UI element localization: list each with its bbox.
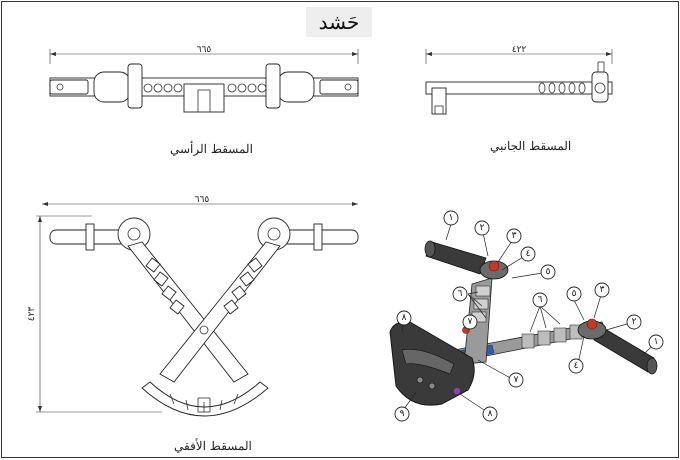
callout-4a: ٤ [520, 246, 536, 262]
svg-text:٧: ٧ [514, 375, 519, 385]
top-view-right-handle [319, 79, 359, 95]
side-view: ٤٢٢ [425, 45, 613, 115]
top-view-right-hole [344, 83, 352, 91]
svg-text:٣: ٣ [512, 231, 517, 241]
plan-view-left-pivot-inner [127, 227, 141, 241]
top-view-center-block [183, 83, 225, 113]
side-view-knob [597, 61, 605, 73]
plan-view-center-pin [199, 325, 209, 335]
callout-2a: ٢ [474, 220, 490, 236]
plan-view-label: المسقط الأفقي [174, 439, 252, 453]
callout-7a: ٧ [462, 314, 478, 330]
svg-text:٣: ٣ [600, 285, 605, 295]
plan-view-base-block [197, 397, 211, 413]
plan-view-arm-segments [145, 257, 263, 315]
svg-text:٦: ٦ [458, 289, 463, 299]
iso-upper-arm-segments [471, 285, 491, 323]
top-view-segments-right [227, 83, 267, 93]
callout-8b: ٨ [482, 406, 498, 422]
top-view-center-slot [197, 89, 211, 113]
plan-view-height-dim-text: ٤٢٣ [27, 307, 37, 322]
top-view-dim-text: ٦٦٥ [197, 45, 212, 55]
iso-right-nut [586, 318, 598, 330]
top-view: ٦٦٥ [49, 45, 359, 113]
svg-text:١: ١ [654, 337, 659, 347]
top-view-left-hole [56, 83, 64, 91]
drawing-title: حَشد [318, 10, 360, 34]
iso-rail-segments [521, 324, 583, 349]
callout-3a: ٣ [506, 228, 522, 244]
side-view-bar [425, 81, 613, 95]
side-view-left-foot [434, 105, 444, 115]
callout-2b: ٢ [626, 314, 642, 330]
iso-base-pin [453, 387, 461, 395]
iso-base-bolt-b [428, 382, 436, 390]
plan-view-left-grip-stop [85, 223, 95, 251]
callout-9: ٩ [394, 406, 410, 422]
svg-text:٨: ٨ [402, 313, 407, 323]
callout-5a: ٥ [540, 264, 556, 280]
svg-text:٢: ٢ [632, 317, 637, 327]
top-view-right-clamp [277, 71, 315, 103]
plan-view-curved-base [141, 381, 269, 417]
svg-text:١: ١ [449, 213, 454, 223]
callout-8a: ٨ [396, 310, 412, 326]
plan-view-right-pivot-inner [267, 227, 281, 241]
callout-6a: ٦ [452, 286, 468, 302]
callout-5b: ٥ [566, 286, 582, 302]
svg-text:٥: ٥ [546, 267, 551, 277]
side-view-clamp [591, 71, 609, 103]
top-view-segments-left [143, 83, 183, 93]
svg-text:٧: ٧ [468, 317, 473, 327]
top-view-left-clamp [93, 71, 131, 103]
plan-view-right-grip-stop [313, 223, 323, 251]
svg-text:٨: ٨ [488, 409, 493, 419]
svg-text:٢: ٢ [480, 223, 485, 233]
iso-right-handle-end [646, 357, 658, 375]
isometric-view: ١ ٢ ٣ ٤ ٥ ٦ ٧ ٨ ٧ ٦ ٥ ٣ ٢ ١ ٤ ٨ ٩ [389, 210, 664, 422]
top-view-label: المسقط الرأسي [170, 142, 253, 156]
svg-text:٦: ٦ [538, 295, 543, 305]
callout-6b: ٦ [532, 292, 548, 308]
iso-left-handle-end [424, 240, 436, 258]
svg-text:٤: ٤ [526, 249, 531, 259]
callout-1b: ١ [648, 334, 664, 350]
side-view-left-leg [431, 87, 447, 115]
top-view-left-handle [49, 79, 89, 95]
iso-upper-nut [488, 260, 500, 272]
side-view-label: المسقط الجانبي [490, 139, 572, 153]
callout-4b: ٤ [568, 358, 584, 374]
title-box: حَشد [306, 7, 372, 37]
svg-text:٤: ٤ [574, 361, 579, 371]
callout-3b: ٣ [594, 282, 610, 298]
iso-base-bolt-a [416, 376, 424, 384]
top-view-right-bracket [265, 63, 281, 109]
side-view-dim-text: ٤٢٢ [512, 45, 527, 55]
svg-text:٩: ٩ [400, 409, 405, 419]
top-view-left-bracket [127, 63, 143, 109]
iso-base-top-face [401, 349, 455, 375]
side-view-segments [538, 82, 586, 94]
plan-view-base-ribs [169, 393, 239, 412]
side-view-clamp-ring [594, 82, 606, 94]
svg-text:٥: ٥ [572, 289, 577, 299]
callout-7b: ٧ [508, 372, 524, 388]
plan-view: ٦٦٥ ٤٢٣ [27, 195, 359, 417]
plan-view-dim-text: ٦٦٥ [195, 195, 210, 205]
callout-1a: ١ [443, 210, 459, 226]
